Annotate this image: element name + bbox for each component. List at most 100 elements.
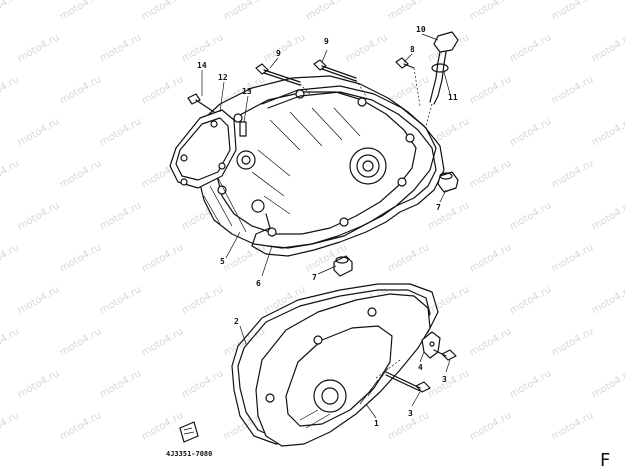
watermark-text: moto4.ru — [262, 284, 307, 316]
watermark-text: moto4.ru — [468, 326, 513, 358]
watermark-text: moto4.ru — [58, 410, 103, 442]
watermark-text: moto4.ru — [140, 410, 185, 442]
callout-2: 2 — [234, 317, 239, 326]
watermark-text: moto4.ru — [16, 32, 61, 64]
watermark-text: moto4.ru — [16, 284, 61, 316]
watermark-text: moto4.ru — [468, 0, 513, 23]
watermark-text: moto4.ru — [508, 284, 553, 316]
watermark-text: moto4.ru — [550, 326, 595, 358]
cover-gasket — [251, 85, 445, 257]
watermark-text: moto4.ru — [304, 0, 349, 23]
watermark-text: moto4.ru — [16, 368, 61, 400]
dowel-pin-7-right — [437, 171, 459, 193]
callout-6: 6 — [256, 279, 261, 288]
watermark-text: moto4.ru — [58, 74, 103, 106]
watermark-text: moto4.ru — [590, 200, 625, 232]
inspection-plate — [169, 109, 237, 189]
o-ring-11 — [431, 63, 449, 73]
watermark-text: moto4.ru — [550, 74, 595, 106]
oil-filler-plug-10 — [429, 31, 459, 105]
watermark-text: moto4.ru — [550, 0, 595, 23]
callout-11: 11 — [448, 93, 458, 102]
watermark-text: moto4.ru — [0, 326, 21, 358]
watermark-text: moto4.ru — [550, 242, 595, 274]
crankcase-cover-upper — [191, 75, 437, 249]
callout-14: 14 — [197, 61, 207, 70]
watermark-text: moto4.ru — [426, 200, 471, 232]
watermark-text: moto4.ru — [0, 242, 21, 274]
watermark-text: moto4.ru — [180, 32, 225, 64]
watermark-text: moto4.ru — [426, 368, 471, 400]
watermark-text: moto4.ru — [222, 0, 267, 23]
bolt-9-right — [313, 59, 357, 82]
bolt-9-left — [255, 63, 301, 86]
watermark-text: moto4.ru — [222, 326, 267, 358]
callout-4: 4 — [418, 363, 423, 372]
callout-9a: 9 — [276, 49, 281, 58]
callout-9b: 9 — [324, 37, 329, 46]
watermark-text: moto4.ru — [58, 0, 103, 23]
watermark-text: moto4.ru — [180, 368, 225, 400]
watermark-text: moto4.ru — [468, 158, 513, 190]
watermark-text: moto4.ru — [590, 32, 625, 64]
callout-12: 12 — [218, 73, 228, 82]
watermark-text: moto4.ru — [16, 116, 61, 148]
watermark-text: moto4.ru — [468, 74, 513, 106]
callout-5: 5 — [220, 257, 225, 266]
watermark-text: moto4.ru — [58, 242, 103, 274]
watermark-text: moto4.ru — [508, 116, 553, 148]
watermark-text: moto4.ru — [0, 0, 21, 23]
callout-7b: 7 — [312, 273, 317, 282]
watermark-text: moto4.ru — [468, 410, 513, 442]
watermark-text: moto4.ru — [550, 410, 595, 442]
watermark-text: moto4.ru — [98, 200, 143, 232]
watermark-text: moto4.ru — [386, 242, 431, 274]
screw-3-lower — [385, 371, 431, 393]
watermark-text: moto4.ru — [468, 242, 513, 274]
corner-mark: F — [600, 450, 610, 468]
watermark-text: moto4.ru — [222, 242, 267, 274]
callout-3b: 3 — [408, 409, 413, 418]
front-arrow-icon — [179, 421, 199, 443]
callout-1: 1 — [374, 419, 379, 428]
watermark-text: moto4.ru — [550, 158, 595, 190]
catalog-code: 4J3351-7080 — [166, 450, 212, 458]
callout-7a: 7 — [436, 203, 441, 212]
watermark-text: moto4.ru — [508, 200, 553, 232]
callout-leaders — [201, 33, 451, 419]
screw-14 — [187, 93, 215, 113]
watermark-text: moto4.ru — [98, 32, 143, 64]
watermark-text: moto4.ru — [140, 326, 185, 358]
watermark-text: moto4.ru — [58, 326, 103, 358]
watermark-text: moto4.ru — [0, 410, 21, 442]
watermark-text: moto4.ru — [140, 74, 185, 106]
watermark-text: moto4.ru — [262, 32, 307, 64]
callout-8: 8 — [410, 45, 415, 54]
callout-13: 13 — [242, 87, 252, 96]
dowel-pin-7-lower — [333, 255, 353, 277]
watermark-text: moto4.ru — [0, 74, 21, 106]
watermark-text: moto4.ru — [58, 158, 103, 190]
watermark-text: moto4.ru — [344, 32, 389, 64]
dowel-13 — [239, 121, 247, 137]
screw-3-upper — [433, 349, 457, 361]
watermark-text: moto4.ru — [590, 116, 625, 148]
watermark-text: moto4.ru — [16, 200, 61, 232]
watermark-text: moto4.ru — [140, 242, 185, 274]
watermark-text: moto4.ru — [508, 32, 553, 64]
watermark-text: moto4.ru — [590, 368, 625, 400]
magneto-cover-lower — [231, 283, 439, 447]
watermark-text: moto4.ru — [0, 158, 21, 190]
callout-labels: 1 2 3 3 4 5 6 7 7 8 9 9 10 11 12 13 14 — [197, 25, 458, 428]
watermark-text: moto4.ru — [98, 116, 143, 148]
watermark-text: moto4.ru — [140, 0, 185, 23]
watermark-text: moto4.ru — [508, 368, 553, 400]
callout-3a: 3 — [442, 375, 447, 384]
watermark-text: moto4.ru — [98, 368, 143, 400]
watermark-text: moto4.ru — [98, 284, 143, 316]
watermark-text: moto4.ru — [426, 284, 471, 316]
callout-10: 10 — [416, 25, 426, 34]
watermark-text: moto4.ru — [386, 0, 431, 23]
watermark-text: moto4.ru — [180, 284, 225, 316]
